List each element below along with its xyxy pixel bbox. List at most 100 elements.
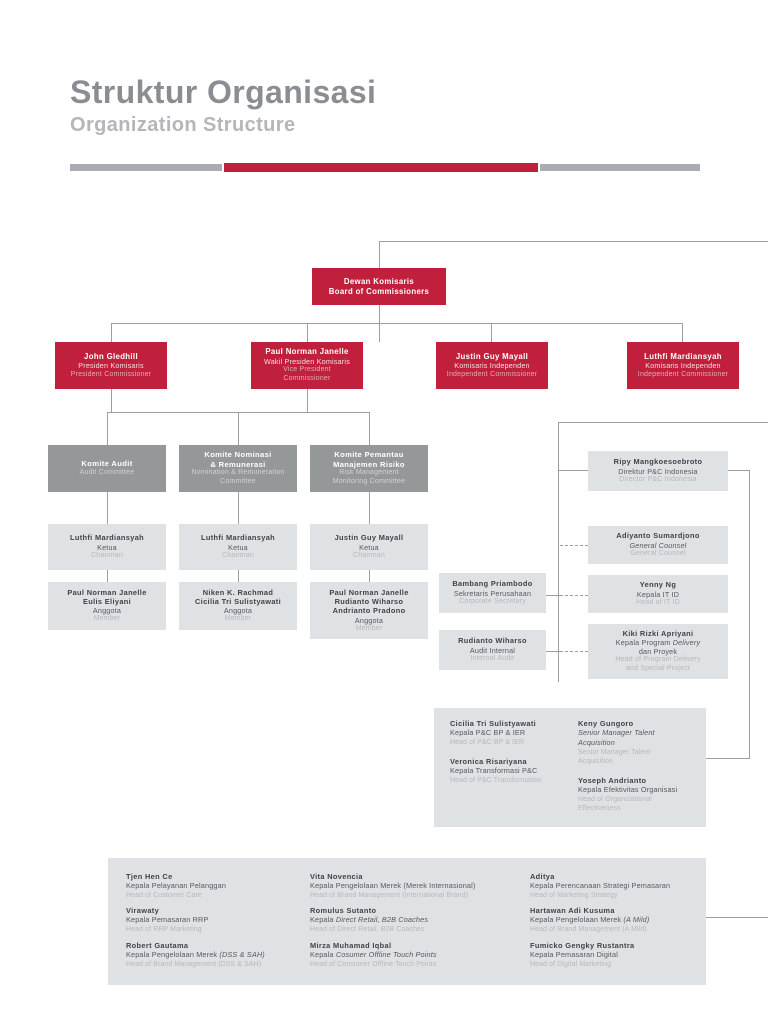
staff-name: Adiyanto Sumardjono xyxy=(616,531,700,541)
committee-title-en: Risk Management xyxy=(339,469,399,477)
pc-role-en-line2: Effectiveness xyxy=(578,805,621,813)
commissioner-role-id: Komisaris Independen xyxy=(454,361,530,371)
member-name-1: Paul Norman Janelle xyxy=(329,587,409,597)
connector-drop-comm-1 xyxy=(111,323,112,342)
box-commissioner-justin-guy-mayall[interactable]: Justin Guy Mayall Komisaris Independen I… xyxy=(436,342,548,389)
committee-title-id-line2: Manajemen Risiko xyxy=(333,459,405,469)
connector-right-trunk xyxy=(558,422,559,682)
marketing-name: Mirza Muhamad Iqbal xyxy=(310,941,392,950)
marketing-role-id-prefix: Kepala xyxy=(310,915,336,924)
chair-name: Justin Guy Mayall xyxy=(334,533,404,543)
member-role-id: Anggota xyxy=(92,606,122,616)
staff-name: Rudianto Wiharso xyxy=(458,636,527,646)
box-staff-rudianto-wiharso[interactable]: Rudianto Wiharso Audit Internal Internal… xyxy=(439,630,546,670)
pc-entry-veronica-risariyana[interactable]: Veronica Risariyana Kepala Transformasi … xyxy=(450,757,590,785)
marketing-role-id-emphasis: Direct Retail, B2B Coaches xyxy=(335,915,429,924)
box-members-risk[interactable]: Paul Norman Janelle Rudianto Wiharso And… xyxy=(310,582,428,639)
marketing-role-en: Head of Brand Management (DSS & SAH) xyxy=(126,960,262,968)
staff-role-id: Audit Internal xyxy=(469,645,516,655)
marketing-role-id-prefix: Kepala Pengelolaan Merek xyxy=(530,915,624,924)
marketing-entry-aditya[interactable]: Aditya Kepala Perencanaan Strategi Pemas… xyxy=(530,872,710,900)
connector-committee2-chair xyxy=(238,492,239,524)
marketing-role-en: Head of Brand Management (International … xyxy=(310,891,469,899)
marketing-entry-fumicko-gengky-rustantra[interactable]: Fumicko Gengky Rustantra Kepala Pemasara… xyxy=(530,941,710,969)
commissioner-name: Justin Guy Mayall xyxy=(455,351,529,361)
box-commissioner-john-gledhill[interactable]: John Gledhill Presiden Komisaris Preside… xyxy=(55,342,167,389)
box-chair-risk[interactable]: Justin Guy Mayall Ketua Chairman xyxy=(310,524,428,570)
chair-role-en: Chairman xyxy=(353,551,385,559)
marketing-role-id: Kepala Pengelolaan Merek (DSS & SAH) xyxy=(126,950,311,960)
committee-title-id: Komite Pemantau xyxy=(334,450,404,460)
connector-chair1-member xyxy=(107,570,108,582)
marketing-role-id: Kepala Pemasaran Digital xyxy=(530,950,618,959)
connector-comm2-down xyxy=(307,389,308,412)
connector-bottom-panel-right xyxy=(706,917,768,918)
pc-name: Keny Gungoro xyxy=(578,719,634,728)
box-staff-bambang-priambodo[interactable]: Bambang Priambodo Sekretaris Perusahaan … xyxy=(439,573,546,613)
committee-title-id-line2: & Remunerasi xyxy=(210,459,266,469)
box-staff-kiki-rizki-apriyani[interactable]: Kiki Rizki Apriyani Kepala Program Deliv… xyxy=(588,624,728,679)
pc-entry-keny-gungoro[interactable]: Keny Gungoro Senior Manager Talent Acqui… xyxy=(578,719,703,766)
marketing-entry-robert-gautama[interactable]: Robert Gautama Kepala Pengelolaan Merek … xyxy=(126,941,311,969)
page-title-en: Organization Structure xyxy=(70,114,296,136)
box-staff-ripy-mangkoesoebroto[interactable]: Ripy Mangkoesoebroto Direktur P&C Indone… xyxy=(588,451,728,491)
marketing-name: Robert Gautama xyxy=(126,941,189,950)
box-committee-audit[interactable]: Komite Audit Audit Committee xyxy=(48,445,166,492)
box-commissioner-luthfi-mardiansyah[interactable]: Luthfi Mardiansyah Komisaris Independen … xyxy=(627,342,739,389)
marketing-role-id: Kepala Pelayanan Pelanggan xyxy=(126,881,227,890)
member-role-id: Anggota xyxy=(354,615,384,625)
connector-board-up xyxy=(379,241,380,268)
box-staff-adiyanto-sumardjono[interactable]: Adiyanto Sumardjono General Counsel Gene… xyxy=(588,526,728,564)
commissioner-name: Luthfi Mardiansyah xyxy=(644,351,722,361)
pc-entry-cicilia-tri-sulistyawati[interactable]: Cicilia Tri Sulistyawati Kepala P&C BP &… xyxy=(450,719,590,747)
page-title-id: Struktur Organisasi xyxy=(70,74,377,110)
header-rule-red xyxy=(224,163,538,172)
connector-bambang-right xyxy=(546,595,560,596)
marketing-entry-mirza-muhamad-iqbal[interactable]: Mirza Muhamad Iqbal Kepala Cosumer Offli… xyxy=(310,941,535,969)
chair-role-id: Ketua xyxy=(228,542,248,552)
marketing-name: Romulus Sutanto xyxy=(310,906,377,915)
box-commissioner-paul-norman-janelle[interactable]: Paul Norman Janelle Wakil Presiden Komis… xyxy=(251,342,363,389)
pc-name: Yoseph Andrianto xyxy=(578,776,647,785)
connector-commissioner-bus xyxy=(111,323,682,324)
marketing-role-id: Kepala Cosumer Offline Touch Points xyxy=(310,950,535,960)
marketing-name: Tjen Hen Ce xyxy=(126,872,173,881)
marketing-role-en: Head of Customer Care xyxy=(126,891,202,899)
commissioner-role-en-line2: Commissioner xyxy=(283,374,331,382)
marketing-entry-virawaty[interactable]: Virawaty Kepala Pemasaran RRP Head of RR… xyxy=(126,906,301,934)
box-staff-yenny-ng[interactable]: Yenny Ng Kepala IT ID Head of IT ID xyxy=(588,575,728,613)
staff-name: Ripy Mangkoesoebroto xyxy=(613,457,703,467)
staff-name: Bambang Priambodo xyxy=(452,579,533,589)
pc-entry-yoseph-andrianto[interactable]: Yoseph Andrianto Kepala Efektivitas Orga… xyxy=(578,776,703,813)
connector-dash-yenny xyxy=(560,595,588,596)
connector-drop-committee-1 xyxy=(107,412,108,445)
pc-name: Veronica Risariyana xyxy=(450,757,527,766)
box-committee-risk-monitoring[interactable]: Komite Pemantau Manajemen Risiko Risk Ma… xyxy=(310,445,428,492)
header-rule-gray-right xyxy=(540,164,700,171)
marketing-role-en: Head of RRP Marketing xyxy=(126,925,202,933)
commissioner-role-en: Vice President xyxy=(283,366,331,374)
marketing-role-id-prefix: Kepala Pengelolaan Merek xyxy=(126,950,220,959)
commissioner-role-en: Independent Commissioner xyxy=(637,370,729,378)
box-members-audit[interactable]: Paul Norman Janelle Eulis Eliyani Anggot… xyxy=(48,582,166,630)
member-role-en: Member xyxy=(93,615,121,623)
pc-role-id-line2: Acquisition xyxy=(578,737,615,747)
box-board-of-commissioners[interactable]: Dewan Komisaris Board of Commissioners xyxy=(312,268,446,305)
marketing-role-id: Kepala Pemasaran RRP xyxy=(126,915,209,924)
box-members-nomination[interactable]: Niken K. Rachmad Cicilia Tri Sulistyawat… xyxy=(179,582,297,630)
marketing-entry-tjen-hen-ce[interactable]: Tjen Hen Ce Kepala Pelayanan Pelanggan H… xyxy=(126,872,301,900)
marketing-entry-vita-novencia[interactable]: Vita Novencia Kepala Pengelolaan Merek (… xyxy=(310,872,535,900)
box-chair-nomination[interactable]: Luthfi Mardiansyah Ketua Chairman xyxy=(179,524,297,570)
marketing-entry-hartawan-adi-kusuma[interactable]: Hartawan Adi Kusuma Kepala Pengelolaan M… xyxy=(530,906,710,934)
marketing-role-en: Head of Digital Marketing xyxy=(530,960,612,968)
marketing-role-id: Kepala Direct Retail, B2B Coaches xyxy=(310,915,535,925)
staff-role-id-line1: Kepala Program Delivery xyxy=(616,638,701,647)
chair-role-id: Ketua xyxy=(359,542,379,552)
commissioner-name: John Gledhill xyxy=(84,351,138,361)
marketing-entry-romulus-sutanto[interactable]: Romulus Sutanto Kepala Direct Retail, B2… xyxy=(310,906,535,934)
box-committee-nomination-remuneration[interactable]: Komite Nominasi & Remunerasi Nomination … xyxy=(179,445,297,492)
member-role-en: Member xyxy=(355,624,383,632)
pc-role-en: Senior Manager Talent xyxy=(578,748,651,756)
box-chair-audit[interactable]: Luthfi Mardiansyah Ketua Chairman xyxy=(48,524,166,570)
